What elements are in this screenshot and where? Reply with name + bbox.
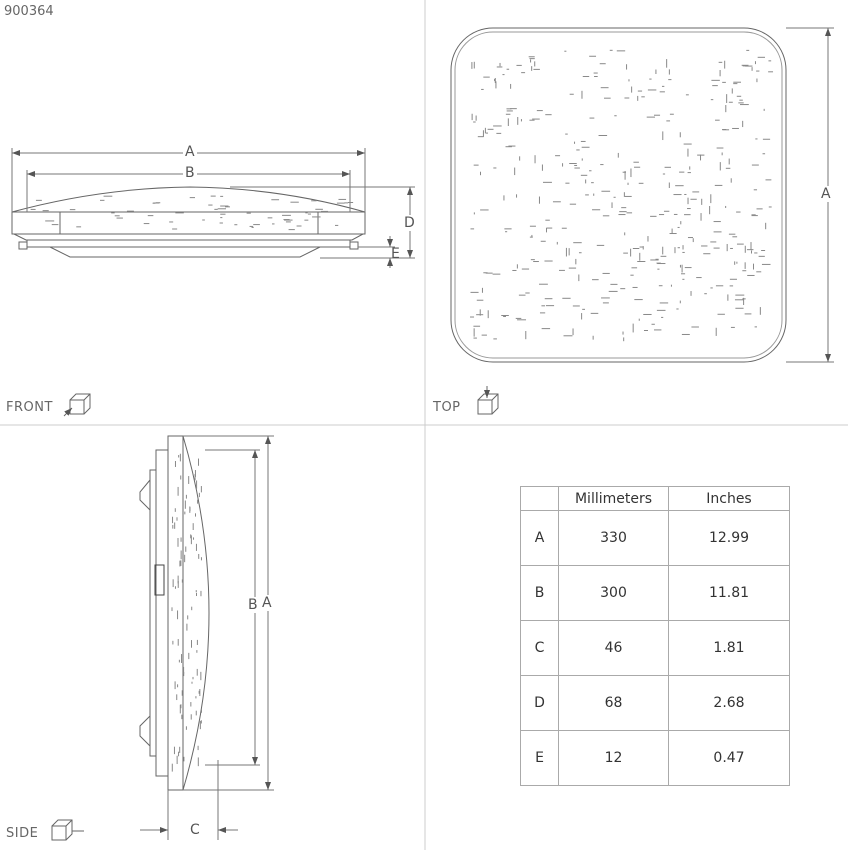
cell-in: 11.81 xyxy=(668,565,790,621)
cell-in: 12.99 xyxy=(668,510,790,566)
top-dim-a: A xyxy=(821,186,831,202)
cell-dim: A xyxy=(520,510,559,566)
cell-mm: 300 xyxy=(558,565,669,621)
side-dimensions xyxy=(140,435,274,840)
top-view-label: TOP xyxy=(433,400,461,415)
cell-mm: 68 xyxy=(558,675,669,731)
front-dim-a: A xyxy=(183,144,197,160)
table-header xyxy=(520,486,559,511)
cell-dim: D xyxy=(520,675,559,731)
side-view-label: SIDE xyxy=(6,826,39,841)
side-cube-icon xyxy=(51,819,84,841)
front-dim-d: D xyxy=(404,215,415,231)
cell-mm: 46 xyxy=(558,620,669,676)
front-dim-e: E xyxy=(391,246,400,262)
side-dim-c: C xyxy=(188,822,202,838)
cell-in: 0.47 xyxy=(668,730,790,786)
front-cube-icon xyxy=(63,393,91,417)
cell-mm: 12 xyxy=(558,730,669,786)
top-view-drawing xyxy=(450,27,787,363)
top-cube-icon xyxy=(477,386,499,415)
front-dim-b: B xyxy=(183,165,197,181)
cell-in: 1.81 xyxy=(668,620,790,676)
table-header: Inches xyxy=(668,486,790,511)
cell-in: 2.68 xyxy=(668,675,790,731)
cell-mm: 330 xyxy=(558,510,669,566)
product-code: 900364 xyxy=(4,4,54,19)
side-dim-a: A xyxy=(262,595,272,611)
front-view-label: FRONT xyxy=(6,400,53,415)
side-dim-b: B xyxy=(248,597,258,613)
cell-dim: E xyxy=(520,730,559,786)
front-dimensions xyxy=(11,148,415,268)
side-view-drawing xyxy=(139,435,210,791)
table-header: Millimeters xyxy=(558,486,669,511)
front-view-drawing xyxy=(11,186,366,258)
table-header-row: Millimeters Inches xyxy=(520,486,790,511)
cell-dim: C xyxy=(520,620,559,676)
cell-dim: B xyxy=(520,565,559,621)
